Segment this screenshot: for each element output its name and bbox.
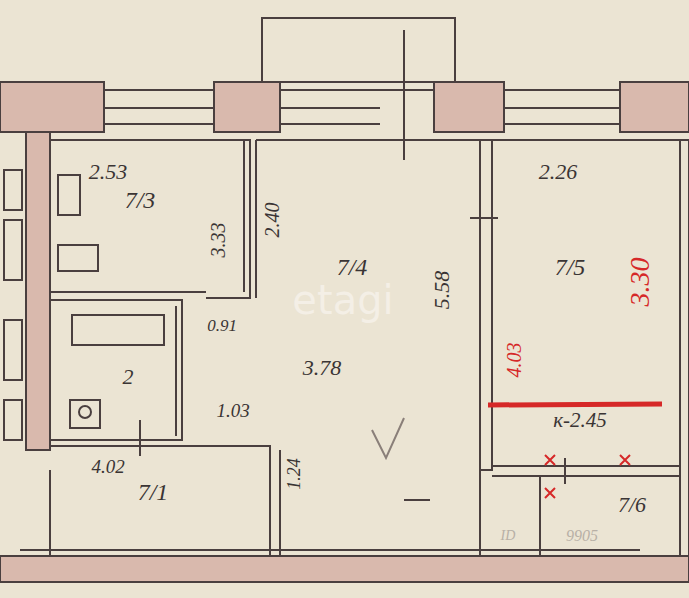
room-number: 7/3 bbox=[125, 188, 156, 212]
dimension: 2.40 bbox=[262, 203, 282, 238]
room: 7/1 bbox=[52, 448, 268, 548]
dimension: 2.26 bbox=[539, 161, 578, 183]
dimension: 2.53 bbox=[89, 161, 128, 183]
room-number: 2 bbox=[123, 366, 134, 388]
dimension: 1.24 bbox=[285, 458, 303, 490]
dimension: 0.91 bbox=[207, 317, 237, 334]
dimension: 3.30 bbox=[626, 258, 654, 307]
dimension: 4.03 bbox=[504, 343, 524, 378]
room: 7/3 bbox=[52, 142, 242, 290]
dimension: 3.33 bbox=[208, 223, 228, 258]
dimension: к-2.45 bbox=[553, 410, 607, 431]
watermark: 9905 bbox=[566, 528, 598, 544]
room: 2 bbox=[52, 302, 174, 438]
dimension: 5.58 bbox=[431, 271, 453, 310]
room-number: 7/5 bbox=[555, 255, 586, 279]
watermark: etagi bbox=[292, 280, 393, 320]
room: 7/4 bbox=[258, 142, 478, 552]
room-number: 7/4 bbox=[337, 255, 368, 279]
dimension: 1.03 bbox=[216, 401, 249, 420]
room: 7/6 bbox=[542, 478, 678, 548]
dimension: 4.02 bbox=[91, 457, 124, 476]
watermark: ID bbox=[501, 529, 516, 543]
dimension: 3.78 bbox=[303, 357, 342, 379]
room-number: 7/1 bbox=[138, 480, 169, 504]
room-number: 7/6 bbox=[618, 494, 646, 516]
